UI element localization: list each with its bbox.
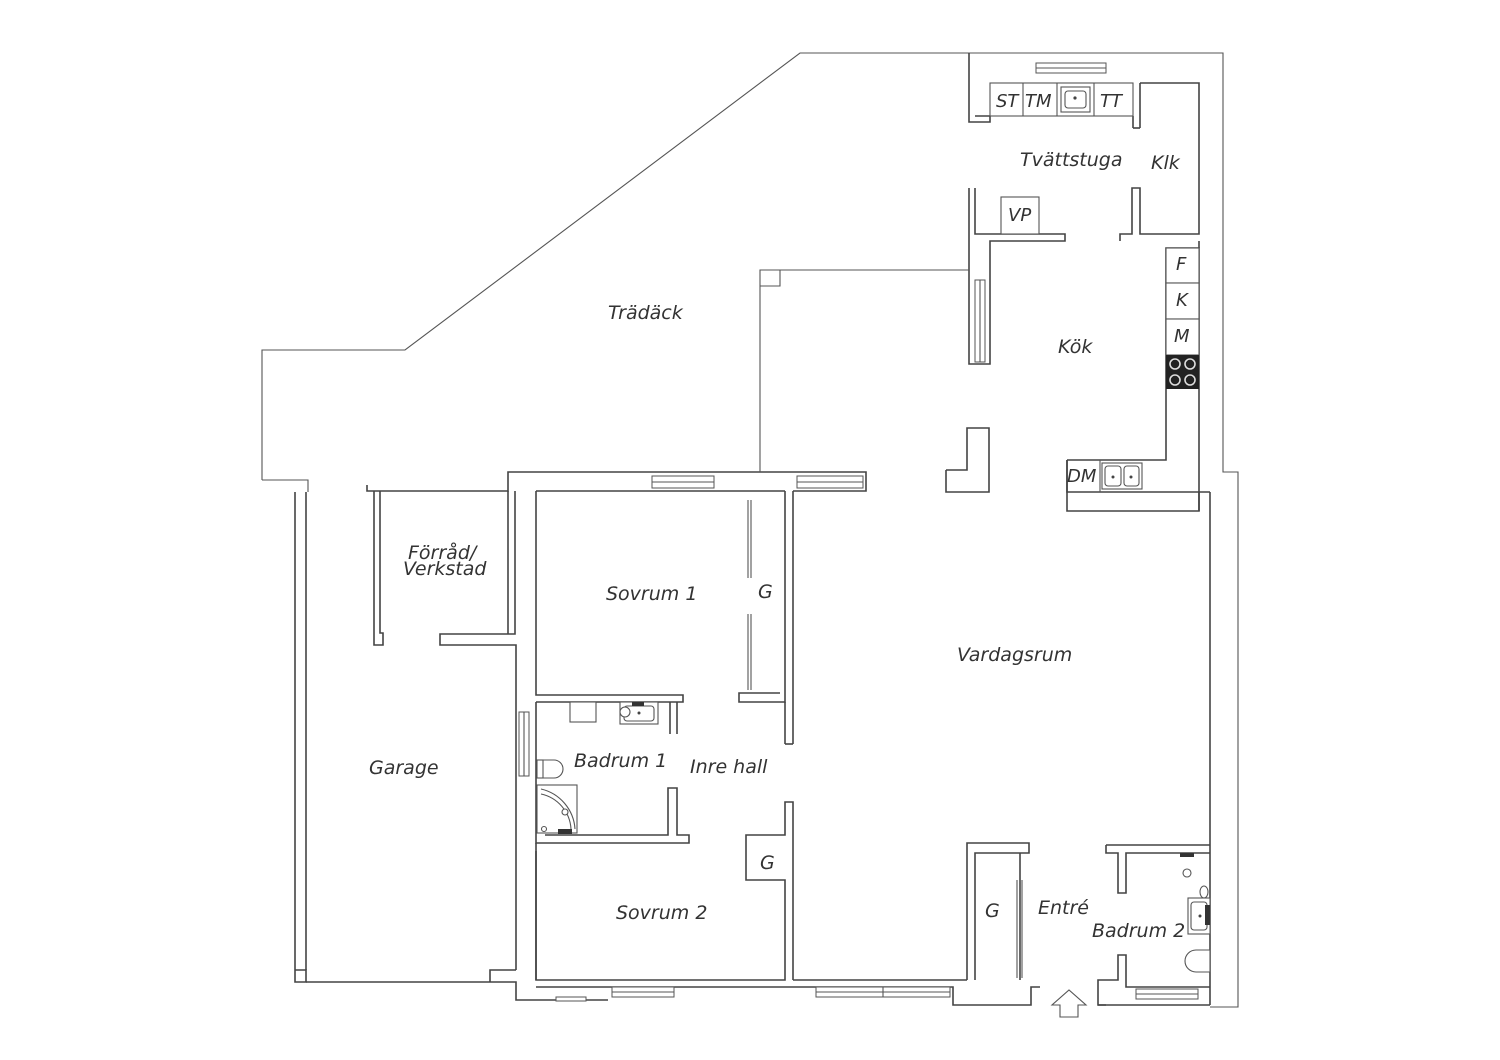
room-klk: Klk: [1151, 152, 1181, 174]
appliance-tm: TM: [1025, 91, 1052, 112]
appliance-k: K: [1176, 290, 1189, 311]
room-garderob2: G: [760, 852, 775, 874]
sliding-doors: [747, 500, 1023, 978]
sink-icon: [1060, 86, 1091, 113]
appliance-f: F: [1176, 254, 1187, 275]
room-badrum2: Badrum 2: [1092, 920, 1185, 942]
room-forrad-line1: Förråd/: [408, 541, 479, 564]
room-kok: Kök: [1058, 336, 1093, 358]
kitchen-appliances: [1099, 247, 1200, 492]
room-tradack: Trädäck: [608, 302, 684, 324]
room-sovrum1: Sovrum 1: [606, 583, 697, 605]
room-entre: Entré: [1038, 897, 1089, 919]
room-garage: Garage: [369, 757, 439, 779]
room-badrum1: Badrum 1: [574, 750, 667, 772]
laundry-appliances: [989, 82, 1134, 235]
room-garderob3: G: [985, 900, 1000, 922]
windows: [518, 62, 1199, 1002]
room-sovrum2: Sovrum 2: [616, 902, 707, 924]
kitchen-sink-icon: [1101, 462, 1143, 490]
appliance-dm: DM: [1067, 466, 1097, 487]
appliance-vp: VP: [1008, 205, 1031, 226]
stove-icon: [1166, 355, 1199, 389]
entrance-arrow-icon: [1050, 989, 1088, 1018]
room-garderob1: G: [758, 581, 773, 603]
room-labels: Trädäck Tvättstuga Klk Kök Förråd/ Verks…: [369, 149, 1185, 942]
appliance-tt: TT: [1100, 91, 1124, 112]
room-vardagsrum: Vardagsrum: [957, 644, 1072, 666]
deck-outline: [261, 52, 1239, 1008]
bathroom2-fixtures: [1180, 853, 1211, 973]
room-tvattstuga: Tvättstuga: [1020, 149, 1123, 171]
appliance-m: M: [1174, 326, 1190, 347]
room-forrad-line2: Verkstad: [403, 558, 487, 580]
room-inre-hall: Inre hall: [690, 756, 768, 778]
walls: [294, 53, 1211, 1006]
bathroom1-fixtures: [536, 701, 659, 834]
appliance-st: ST: [996, 91, 1020, 112]
appliance-labels: ST TM TT VP F K M DM: [996, 91, 1190, 487]
